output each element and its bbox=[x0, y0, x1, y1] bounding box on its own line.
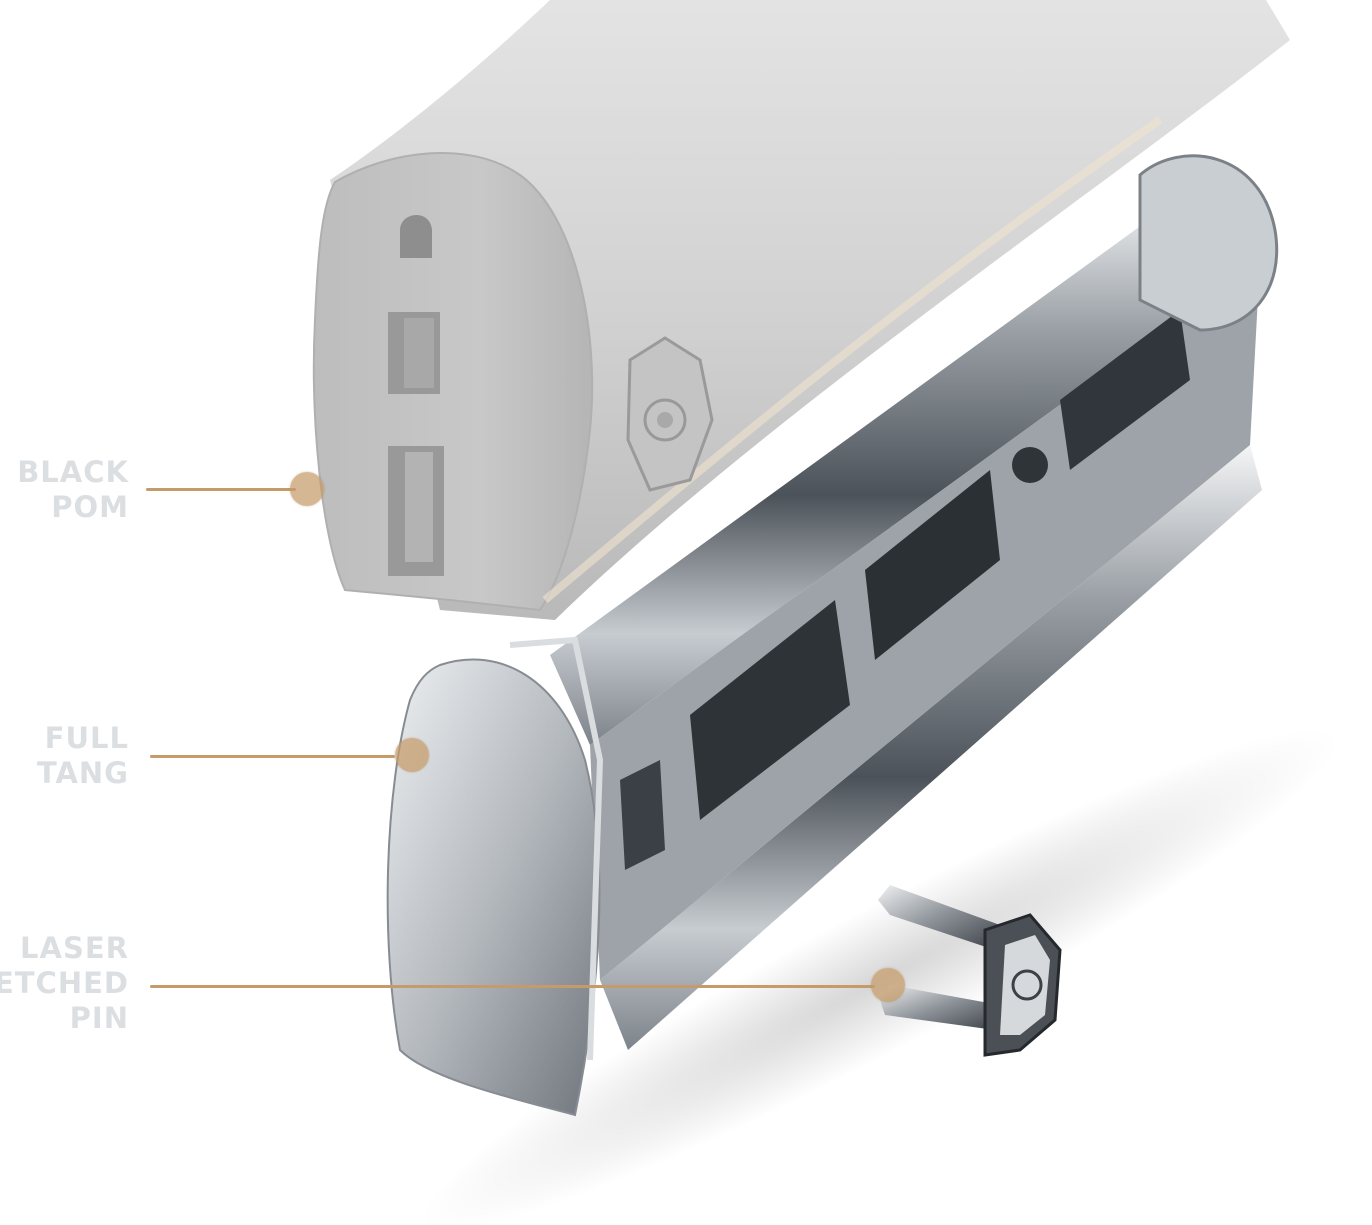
full-tang bbox=[386, 154, 1279, 1117]
handle-scale bbox=[312, 0, 1290, 620]
callout-dot-laser-etched-pin bbox=[871, 968, 905, 1002]
callout-line: FULL bbox=[44, 721, 129, 755]
callout-dot-black-pom bbox=[290, 472, 324, 506]
pin-illustration bbox=[878, 885, 1062, 1057]
callout-line: ETCHED bbox=[0, 966, 129, 1000]
leader-line-laser-etched-pin bbox=[150, 985, 875, 988]
leader-line-full-tang bbox=[150, 755, 395, 758]
callout-line: TANG bbox=[36, 756, 129, 790]
callout-line: LASER bbox=[20, 931, 129, 965]
leader-line-black-pom bbox=[146, 488, 296, 491]
callout-label-laser-etched-pin: LASER ETCHED PIN bbox=[0, 931, 129, 1036]
callout-line: POM bbox=[51, 490, 129, 524]
emblem-icon bbox=[626, 336, 714, 492]
callout-line: BLACK bbox=[17, 455, 129, 489]
callout-label-full-tang: FULL TANG bbox=[37, 721, 129, 791]
callout-dot-full-tang bbox=[395, 738, 429, 772]
callout-label-black-pom: BLACK POM bbox=[17, 455, 129, 525]
callout-line: PIN bbox=[69, 1001, 129, 1035]
